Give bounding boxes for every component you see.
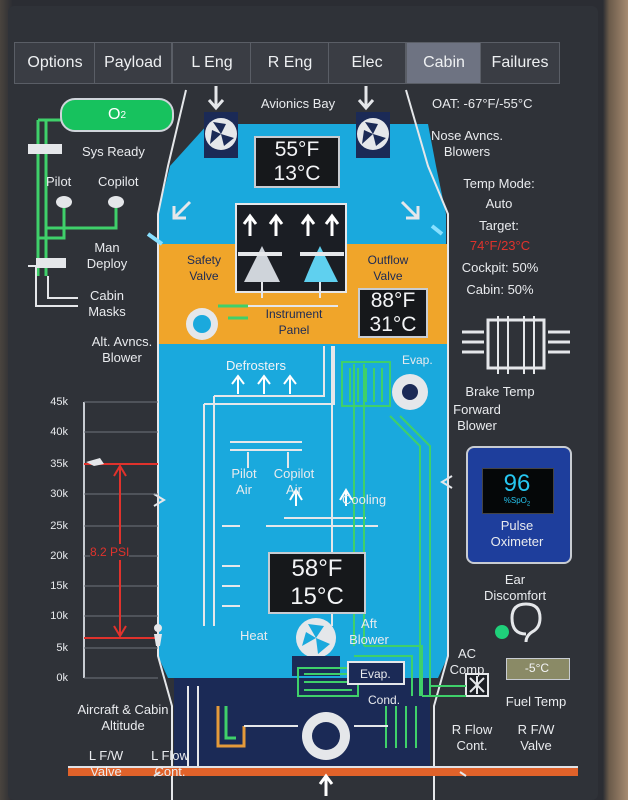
sys-ready-label: Sys Ready bbox=[82, 144, 145, 159]
ear-icon bbox=[510, 602, 542, 643]
tab-l-eng[interactable]: L Eng bbox=[172, 42, 252, 84]
alt-tick: 45k bbox=[50, 396, 68, 408]
alt-tick: 0k bbox=[56, 672, 68, 684]
cabin-diagram bbox=[28, 86, 578, 800]
temp-mode-value[interactable]: Auto bbox=[485, 196, 513, 211]
alt-tick: 40k bbox=[50, 426, 68, 438]
evap-top-label: Evap. bbox=[402, 353, 433, 367]
tab-cabin[interactable]: Cabin bbox=[406, 42, 482, 84]
tab-payload[interactable]: Payload bbox=[94, 42, 172, 84]
target-value[interactable]: 74°F/23°C bbox=[469, 238, 531, 253]
temp-mode-label: Temp Mode: bbox=[463, 176, 535, 191]
pilot-mask bbox=[56, 196, 72, 208]
nose-blower-right bbox=[356, 112, 390, 158]
cond-label: Cond. bbox=[368, 693, 401, 707]
sys-ready-valve bbox=[28, 144, 62, 154]
alt-tick: 10k bbox=[50, 610, 68, 622]
alt-avncs-blower-label: Alt. Avncs.Blower bbox=[91, 334, 153, 365]
alt-tick: 20k bbox=[50, 550, 68, 562]
nose-blowers-label: Nose Avncs.Blowers bbox=[430, 128, 504, 159]
fuel-temp-box bbox=[506, 658, 570, 680]
altitude-chart bbox=[83, 401, 162, 679]
oxygen-label: O bbox=[107, 106, 121, 123]
ear-status-light bbox=[495, 625, 509, 639]
defrosters-label: Defrosters bbox=[226, 358, 286, 373]
brake-temp-label: Brake Temp bbox=[465, 384, 535, 399]
fuel-temp-value: -5°C bbox=[524, 661, 550, 675]
copilot-mask-label: Copilot bbox=[98, 174, 139, 189]
diff-pressure-label: 8.2 PSI bbox=[90, 544, 130, 560]
oat-readout: OAT: -67°F/-55°C bbox=[432, 96, 533, 111]
target-label: Target: bbox=[479, 218, 519, 233]
alt-tick: 30k bbox=[50, 488, 68, 500]
cockpit-percent: Cockpit: 50% bbox=[461, 260, 539, 275]
tab-elec[interactable]: Elec bbox=[328, 42, 406, 84]
spo2-value: 96 bbox=[503, 470, 531, 497]
fuel-temp-label: Fuel Temp bbox=[505, 694, 567, 709]
alt-tick: 5k bbox=[56, 642, 68, 654]
tab-failures[interactable]: Failures bbox=[480, 42, 560, 84]
cooling-label: Cooling bbox=[342, 492, 387, 507]
cabin-percent: Cabin: 50% bbox=[466, 282, 534, 297]
cabin-systems-screen: Options Payload L Eng R Eng Elec Cabin F… bbox=[8, 6, 598, 800]
alt-tick: 15k bbox=[50, 580, 68, 592]
man-deploy-valve bbox=[36, 258, 66, 268]
tab-options[interactable]: Options bbox=[14, 42, 96, 84]
cabin-person-icon bbox=[154, 624, 162, 646]
pilot-mask-label: Pilot bbox=[46, 174, 72, 189]
spo2-display bbox=[482, 468, 554, 514]
oxygen-sub: 2 bbox=[120, 109, 126, 121]
evap-top-coil bbox=[341, 361, 391, 407]
evap-bottom-label: Evap. bbox=[360, 667, 391, 681]
brake-temp-icon bbox=[462, 316, 570, 374]
aircraft-icon bbox=[86, 458, 104, 466]
spo2-unit: %SpO2 bbox=[503, 496, 531, 508]
alt-tick: 35k bbox=[50, 458, 68, 470]
nose-blower-left bbox=[204, 112, 238, 158]
heat-label: Heat bbox=[240, 628, 268, 643]
copilot-mask bbox=[108, 196, 124, 208]
avionics-bay-label: Avionics Bay bbox=[260, 96, 336, 111]
alt-tick: 25k bbox=[50, 520, 68, 532]
